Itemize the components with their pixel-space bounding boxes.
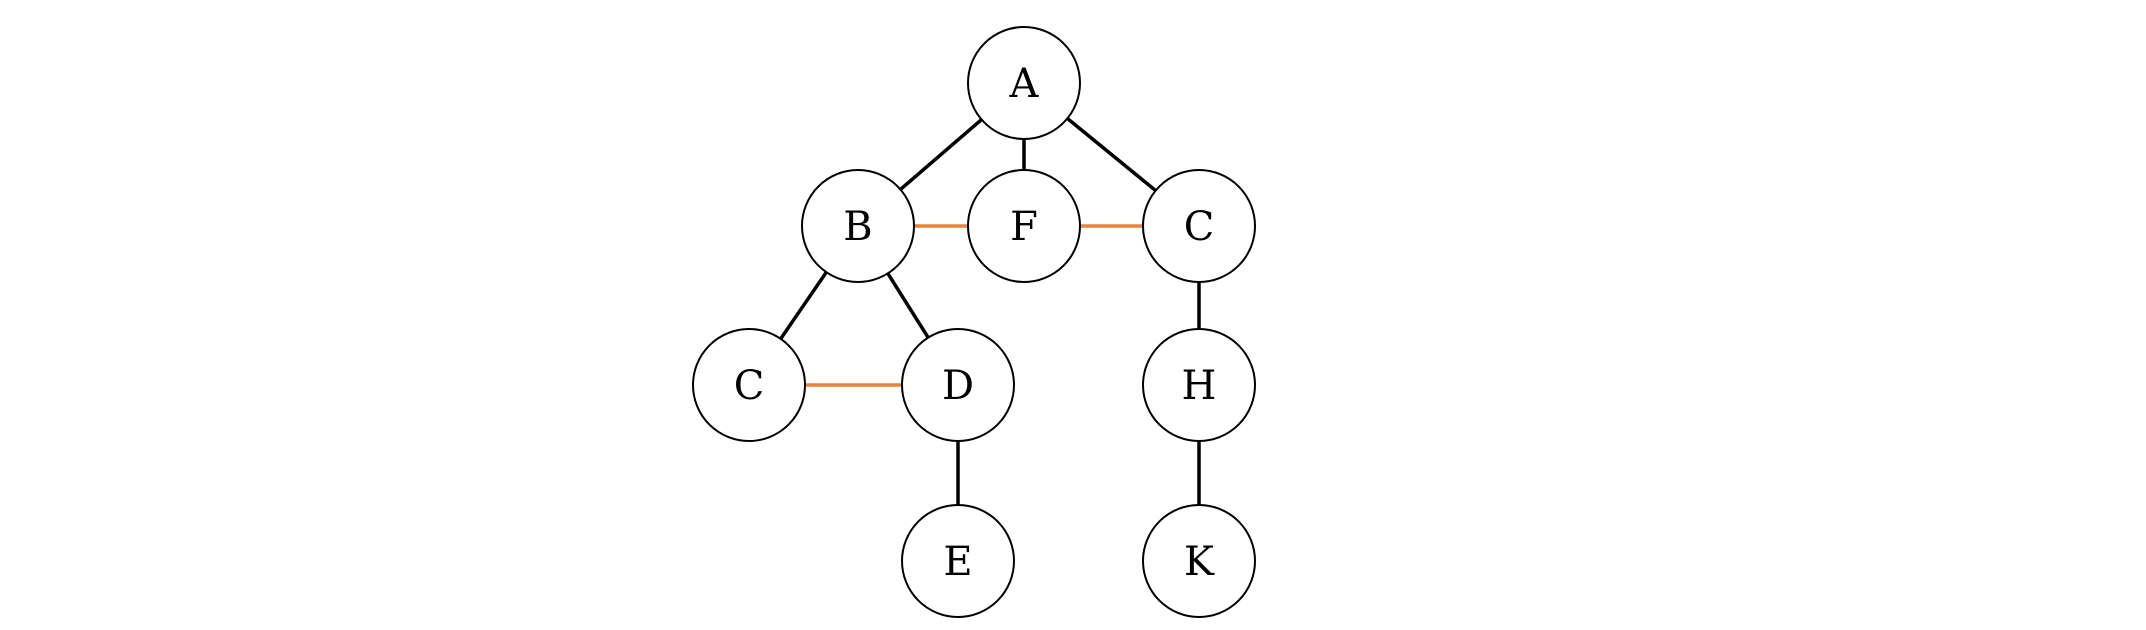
node-n_e: E bbox=[901, 504, 1015, 618]
node-n_c1: C bbox=[1142, 169, 1256, 283]
node-label: K bbox=[1184, 539, 1215, 585]
node-n_h: H bbox=[1142, 328, 1256, 442]
node-label: H bbox=[1182, 363, 1217, 409]
node-circle bbox=[1142, 328, 1256, 442]
node-circle bbox=[1142, 504, 1256, 618]
node-label: A bbox=[1009, 61, 1040, 107]
node-circle bbox=[901, 504, 1015, 618]
node-circle bbox=[967, 169, 1081, 283]
node-n_d: D bbox=[901, 328, 1015, 442]
node-n_b: B bbox=[801, 169, 915, 283]
node-n_f: F bbox=[967, 169, 1081, 283]
nodes-layer: A B F C C D H E K bbox=[692, 26, 1256, 618]
node-label: E bbox=[943, 539, 972, 585]
node-circle bbox=[901, 328, 1015, 442]
node-label: C bbox=[1184, 204, 1215, 250]
node-label: F bbox=[1010, 204, 1038, 250]
node-label: C bbox=[734, 363, 765, 409]
node-n_c2: C bbox=[692, 328, 806, 442]
node-circle bbox=[692, 328, 806, 442]
node-label: D bbox=[942, 363, 974, 409]
edges-layer bbox=[747, 81, 1201, 563]
node-circle bbox=[801, 169, 915, 283]
node-circle bbox=[1142, 169, 1256, 283]
node-n_k: K bbox=[1142, 504, 1256, 618]
node-n_a: A bbox=[967, 26, 1081, 140]
node-circle bbox=[967, 26, 1081, 140]
node-label: B bbox=[843, 204, 872, 250]
